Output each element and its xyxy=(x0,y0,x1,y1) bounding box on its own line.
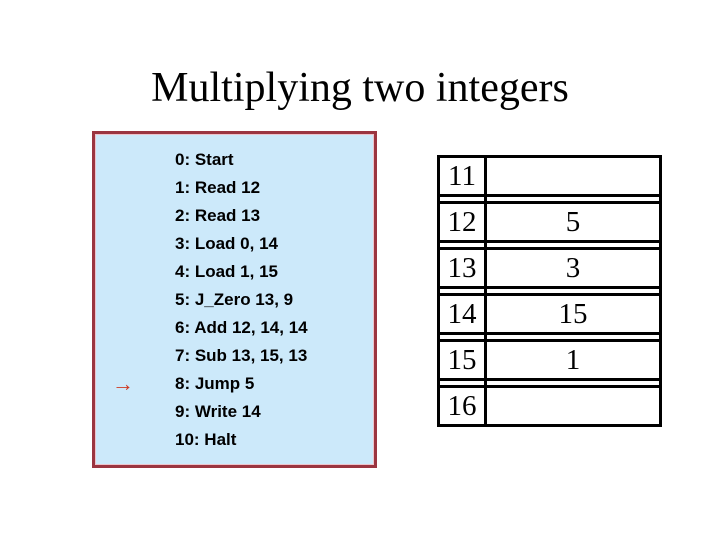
memory-value-cell: 3 xyxy=(565,251,581,284)
program-instruction-text: 6: Add 12, 14, 14 xyxy=(175,318,308,337)
memory-value-cell xyxy=(487,388,659,424)
program-line: → 1: Read 12 xyxy=(95,174,374,202)
memory-address-cell: 16 xyxy=(447,389,477,422)
program-line-gutter: → xyxy=(95,345,175,367)
program-line-gutter: → xyxy=(95,317,175,339)
program-line: → 4: Load 1, 15 xyxy=(95,258,374,286)
program-line-gutter: → xyxy=(95,401,175,423)
memory-table: 11 12 5 13 3 14 15 15 1 16 xyxy=(437,155,662,427)
program-line-gutter: → xyxy=(95,233,175,255)
program-line: → 6: Add 12, 14, 14 xyxy=(95,314,374,342)
program-line: → 8: Jump 5 xyxy=(95,370,374,398)
program-instruction-text: 4: Load 1, 15 xyxy=(175,262,278,281)
program-line-gutter: → xyxy=(95,177,175,199)
memory-address-cell: 13 xyxy=(447,251,477,284)
memory-table-row: 15 1 xyxy=(440,339,659,381)
program-line-gutter: → xyxy=(95,149,175,171)
program-line: → 7: Sub 13, 15, 13 xyxy=(95,342,374,370)
memory-table-row: 13 3 xyxy=(440,247,659,289)
program-lines: → 0: Start → 1: Read 12 → 2: Read 13 → 3… xyxy=(95,146,374,454)
program-instruction-text: 10: Halt xyxy=(175,430,237,449)
program-line-gutter: → xyxy=(95,205,175,227)
program-line-gutter: → xyxy=(95,373,175,395)
program-line-gutter: → xyxy=(95,261,175,283)
program-instruction-text: 8: Jump 5 xyxy=(175,374,255,393)
program-instruction-text: 9: Write 14 xyxy=(175,402,261,421)
slide-title: Multiplying two integers xyxy=(151,65,569,111)
memory-value-cell xyxy=(487,158,659,194)
program-instruction-text: 3: Load 0, 14 xyxy=(175,234,278,253)
memory-table-rows: 11 12 5 13 3 14 15 15 1 16 xyxy=(440,158,659,424)
program-line: → 10: Halt xyxy=(95,426,374,454)
program-instruction-text: 1: Read 12 xyxy=(175,178,261,197)
program-instruction-text: 5: J_Zero 13, 9 xyxy=(175,290,294,309)
program-listing-box: → 0: Start → 1: Read 12 → 2: Read 13 → 3… xyxy=(92,131,377,468)
program-instruction-text: 0: Start xyxy=(175,150,234,169)
program-line: → 2: Read 13 xyxy=(95,202,374,230)
memory-address-cell: 12 xyxy=(447,205,477,238)
memory-table-row: 11 xyxy=(440,158,659,197)
program-line-gutter: → xyxy=(95,429,175,451)
instruction-pointer-arrow-icon: → xyxy=(112,371,134,396)
program-line: → 3: Load 0, 14 xyxy=(95,230,374,258)
memory-table-column-divider xyxy=(484,158,487,424)
memory-table-row: 16 xyxy=(440,385,659,424)
program-instruction-text: 7: Sub 13, 15, 13 xyxy=(175,346,308,365)
program-line: → 9: Write 14 xyxy=(95,398,374,426)
memory-table-row: 14 15 xyxy=(440,293,659,335)
memory-value-cell: 15 xyxy=(558,297,588,330)
memory-value-cell: 5 xyxy=(565,205,581,238)
memory-address-cell: 11 xyxy=(448,159,476,192)
program-instruction-text: 2: Read 13 xyxy=(175,206,261,225)
memory-address-cell: 14 xyxy=(447,297,477,330)
memory-table-row: 12 5 xyxy=(440,201,659,243)
program-line-gutter: → xyxy=(95,289,175,311)
program-line: → 0: Start xyxy=(95,146,374,174)
program-line: → 5: J_Zero 13, 9 xyxy=(95,286,374,314)
memory-value-cell: 1 xyxy=(565,343,581,376)
memory-address-cell: 15 xyxy=(447,343,477,376)
